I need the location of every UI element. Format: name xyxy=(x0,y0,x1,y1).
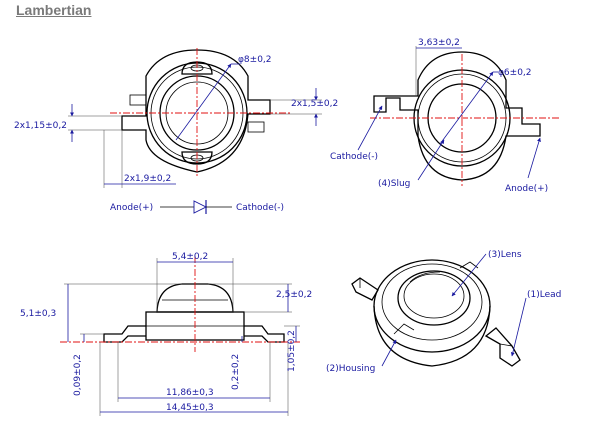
dim-top-right-diameter: φ6±0,2 xyxy=(498,68,532,78)
dim-top-right-width: 3,63±0,2 xyxy=(418,38,460,48)
label-cathode-top-left: Cathode(-) xyxy=(236,203,284,213)
dim-side-right-upper: 2,5±0,2 xyxy=(276,290,312,300)
label-anode-top-left: Anode(+) xyxy=(110,203,153,213)
dim-side-total-width: 14,45±0,3 xyxy=(166,403,214,413)
dim-side-left-lower: 0,09±0,2 xyxy=(73,354,83,396)
page-title: Lambertian xyxy=(16,2,92,18)
label-slug: (4)Slug xyxy=(378,179,410,189)
dim-side-inner-width: 11,86±0,3 xyxy=(166,388,214,398)
dim-top-left-left-tab: 2x1,15±0,2 xyxy=(14,121,67,131)
dim-side-top: 5,4±0,2 xyxy=(172,252,208,262)
isometric-view xyxy=(351,253,527,367)
dim-side-middle: 0,2±0,2 xyxy=(231,354,241,390)
dim-side-left-height: 5,1±0,3 xyxy=(20,309,56,319)
label-anode-top-right: Anode(+) xyxy=(505,184,548,194)
label-cathode-top-right: Cathode(-) xyxy=(330,152,378,162)
dim-top-left-right-tab: 2x1,5±0,2 xyxy=(291,99,338,109)
top-right-view xyxy=(357,46,560,186)
label-housing: (2)Housing xyxy=(326,364,375,374)
top-left-view xyxy=(68,48,322,214)
side-view xyxy=(60,256,300,416)
dim-top-left-bottom: 2x1,9±0,2 xyxy=(124,174,171,184)
label-lens: (3)Lens xyxy=(488,250,522,260)
dim-top-left-diameter: φ8±0,2 xyxy=(238,55,272,65)
dim-side-right-lower: 1,05±0,2 xyxy=(287,330,297,372)
label-lead: (1)Lead xyxy=(527,290,561,300)
